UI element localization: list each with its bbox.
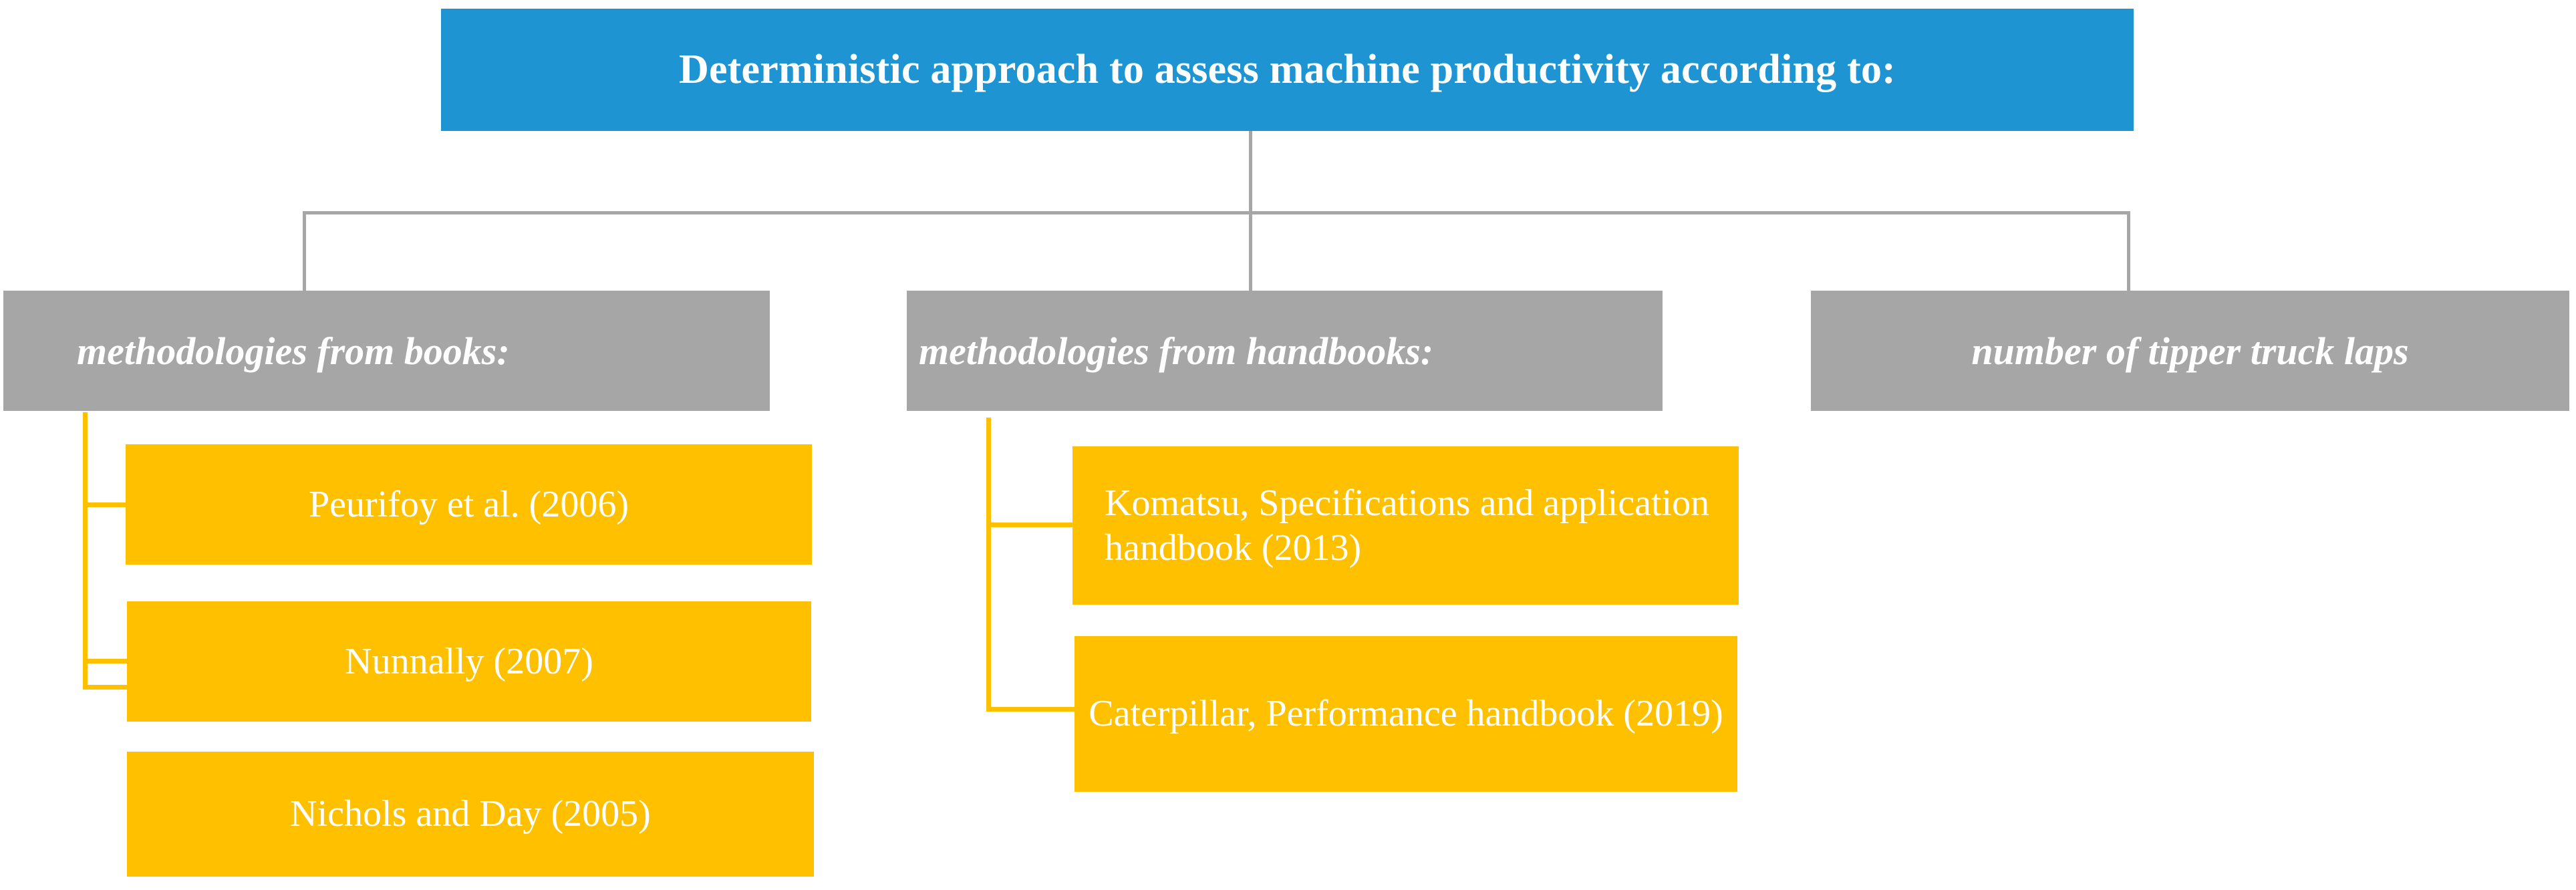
category-node-methodologies-from-handbooks: methodologies from handbooks: — [907, 291, 1663, 411]
root-node-deterministic-approach: Deterministic approach to assess machine… — [441, 9, 2134, 131]
leaf-node-komatsu-handbook-2013: Komatsu, Specifications and application … — [1072, 446, 1739, 605]
category-node-methodologies-from-books: methodologies from books: — [3, 291, 770, 411]
connector-horizontal-bus — [303, 211, 2130, 214]
connector-drop-books — [303, 211, 306, 292]
connector-handbooks-branch-2 — [986, 707, 1075, 712]
connector-root-stem — [1249, 131, 1252, 214]
leaf-node-peurifoy-2006: Peurifoy et al. (2006) — [126, 444, 812, 565]
leaf-node-nunnally-2007: Nunnally (2007) — [127, 601, 811, 722]
connector-books-spine — [83, 412, 88, 690]
connector-books-branch-3 — [83, 685, 127, 690]
connector-drop-tipper-laps — [2127, 211, 2130, 292]
leaf-node-caterpillar-handbook-2019: Caterpillar, Performance handbook (2019) — [1075, 636, 1737, 792]
connector-books-branch-1 — [83, 502, 127, 507]
connector-handbooks-branch-1 — [986, 523, 1075, 527]
connector-books-branch-2 — [83, 659, 127, 663]
connector-drop-handbooks — [1249, 211, 1252, 292]
connector-handbooks-spine — [986, 418, 991, 712]
leaf-node-nichols-and-day-2005: Nichols and Day (2005) — [127, 752, 814, 877]
category-node-number-of-tipper-truck-laps: number of tipper truck laps — [1811, 291, 2569, 411]
